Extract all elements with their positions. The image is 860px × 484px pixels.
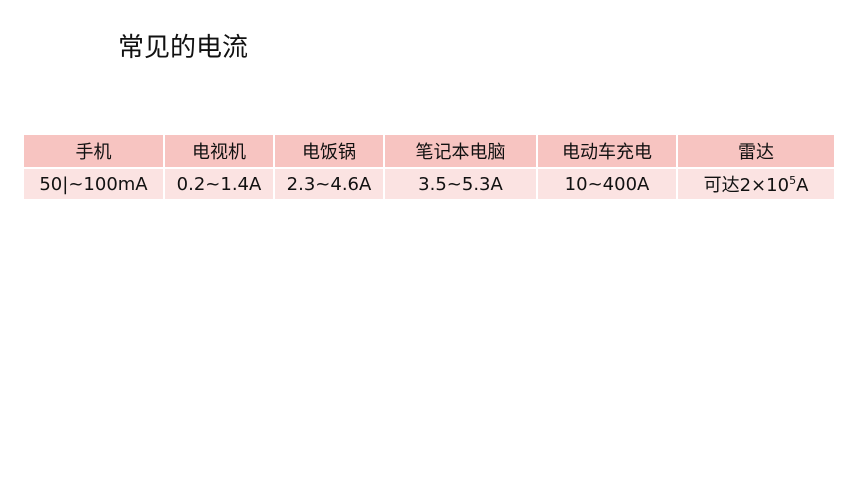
radar-value-unit: A bbox=[796, 175, 809, 196]
header-laptop: 笔记本电脑 bbox=[383, 135, 538, 169]
radar-value-exponent: 5 bbox=[789, 174, 797, 187]
header-rice-cooker: 电饭锅 bbox=[273, 135, 385, 169]
table-row: 50|~100mA 0.2~1.4A 2.3~4.6A 3.5~5.3A 10~… bbox=[24, 168, 834, 199]
header-radar: 雷达 bbox=[676, 135, 834, 169]
value-ebike-charging: 10~400A bbox=[536, 168, 678, 199]
value-rice-cooker: 2.3~4.6A bbox=[273, 168, 385, 199]
table-header-row: 手机 电视机 电饭锅 笔记本电脑 电动车充电 雷达 bbox=[24, 135, 834, 169]
header-ebike-charging: 电动车充电 bbox=[536, 135, 678, 169]
header-phone: 手机 bbox=[24, 135, 165, 169]
value-phone: 50|~100mA bbox=[24, 168, 165, 199]
value-laptop: 3.5~5.3A bbox=[383, 168, 538, 199]
slide-title: 常见的电流 bbox=[118, 33, 249, 63]
value-tv: 0.2~1.4A bbox=[163, 168, 275, 199]
value-radar: 可达2×105A bbox=[676, 168, 834, 199]
current-table: 手机 电视机 电饭锅 笔记本电脑 电动车充电 雷达 50|~100mA 0.2~… bbox=[24, 135, 834, 199]
radar-value-prefix: 可达2×10 bbox=[703, 175, 790, 196]
header-tv: 电视机 bbox=[163, 135, 275, 169]
